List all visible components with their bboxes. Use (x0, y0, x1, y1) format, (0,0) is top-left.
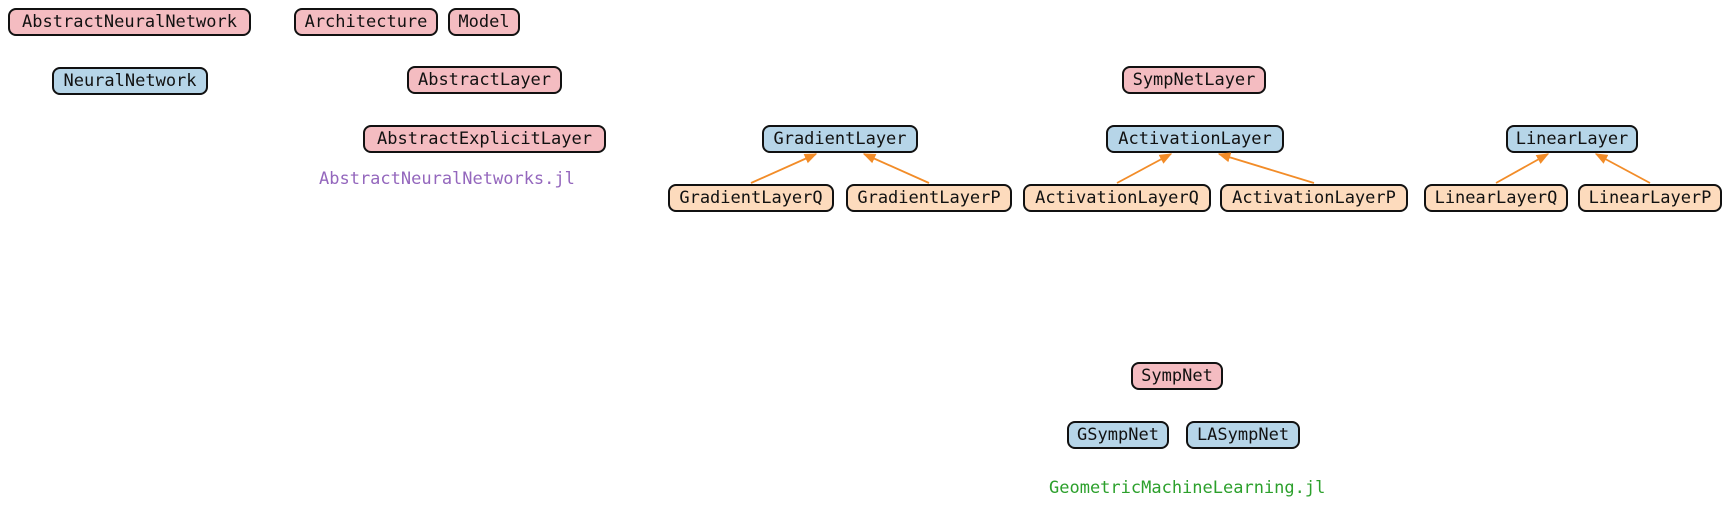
node-architecture: Architecture (294, 8, 438, 36)
node-activation-layer-p: ActivationLayerP (1220, 184, 1408, 212)
inherits-arrow-linear-layer-q (1495, 153, 1550, 184)
node-linear-layer-q: LinearLayerQ (1424, 184, 1568, 212)
node-gradient-layer: GradientLayer (762, 125, 918, 153)
inherits-arrow-linear-layer-p (1594, 153, 1651, 184)
node-neural-network: NeuralNetwork (52, 67, 208, 95)
node-activation-layer-q: ActivationLayerQ (1023, 184, 1211, 212)
node-gradient-layer-q: GradientLayerQ (668, 184, 834, 212)
node-sympnet-layer: SympNetLayer (1122, 66, 1266, 94)
node-abstract-explicit-layer: AbstractExplicitLayer (363, 125, 606, 153)
inherits-arrow-gradient-layer-q (750, 153, 818, 184)
node-abstract-layer: AbstractLayer (407, 66, 562, 94)
package-label-abstract-neural-networks: AbstractNeuralNetworks.jl (319, 169, 575, 189)
inherits-arrow-activation-layer-q (1116, 153, 1173, 184)
node-linear-layer: LinearLayer (1506, 125, 1638, 153)
node-linear-layer-p: LinearLayerP (1578, 184, 1722, 212)
node-activation-layer: ActivationLayer (1106, 125, 1284, 153)
node-sympnet: SympNet (1131, 362, 1223, 390)
node-abstract-neural-network: AbstractNeuralNetwork (8, 8, 251, 36)
inherits-arrow-gradient-layer-p (862, 153, 930, 184)
node-lasympnet: LASympNet (1186, 421, 1300, 449)
node-model: Model (448, 8, 520, 36)
inherits-arrow-activation-layer-p (1217, 152, 1315, 184)
node-gradient-layer-p: GradientLayerP (846, 184, 1012, 212)
package-label-geometric-machine-learning: GeometricMachineLearning.jl (1049, 478, 1326, 498)
node-gsympnet: GSympNet (1067, 421, 1169, 449)
